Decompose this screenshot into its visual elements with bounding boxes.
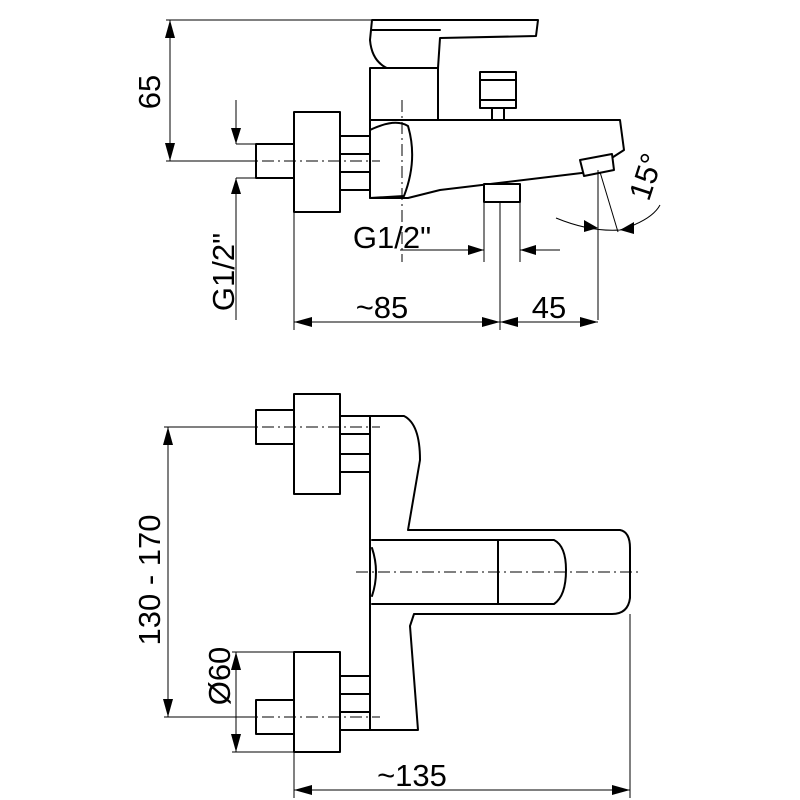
arrow-head — [520, 245, 536, 255]
hex-nut — [339, 135, 371, 191]
dim-height: 65 — [132, 19, 372, 162]
wall-flange — [293, 111, 341, 213]
diverter-knob — [479, 71, 517, 109]
angle-arc — [555, 204, 661, 231]
flange-diameter-label: Ø60 — [202, 647, 237, 706]
upper-flange — [293, 393, 341, 495]
arrow-head — [165, 143, 175, 161]
spout-outlet — [579, 153, 615, 177]
bottom-outlet — [483, 183, 521, 203]
diverter-stem — [491, 107, 505, 121]
spout-reach-label: 45 — [532, 290, 566, 325]
spout-inner — [371, 539, 567, 605]
plan-body — [369, 415, 631, 731]
plan-view — [240, 393, 640, 753]
lever-handle — [369, 19, 539, 73]
lower-nut — [339, 675, 371, 731]
handle-curve — [371, 547, 377, 597]
upper-nut — [339, 415, 371, 473]
dim-width-top: ~85 45 — [293, 202, 598, 330]
dim-thread-bottom: G1/2" — [353, 202, 560, 262]
arrow-head — [584, 220, 598, 232]
arrow-head — [231, 652, 241, 670]
side-view — [240, 19, 625, 262]
arrow-head — [482, 317, 500, 327]
arrow-head — [163, 427, 173, 445]
arrow-head — [294, 785, 312, 795]
width-top-label: ~85 — [356, 290, 409, 325]
lower-flange — [293, 651, 341, 753]
arrow-head — [468, 245, 484, 255]
arrow-head — [620, 222, 634, 234]
center-distance-label: 130 - 170 — [132, 515, 167, 646]
cartridge-bulge — [369, 121, 414, 199]
dim-thread-vertical: G1/2" — [206, 100, 256, 320]
arrow-head — [163, 699, 173, 717]
thread-bottom-label: G1/2" — [353, 220, 431, 255]
thread-vertical-label: G1/2" — [206, 233, 241, 311]
arrow-head — [231, 178, 241, 194]
ext-line — [599, 171, 619, 233]
width-plan-label: ~135 — [377, 758, 447, 793]
arrow-head — [294, 317, 312, 327]
angle-label: 15° — [622, 149, 670, 204]
arrow-head — [500, 317, 518, 327]
dim-flange-diameter: Ø60 — [202, 647, 294, 753]
dim-width-plan: ~135 — [293, 614, 631, 798]
arrow-head — [612, 785, 630, 795]
dim-center-distance: 130 - 170 — [132, 426, 256, 718]
arrow-head — [580, 317, 598, 327]
arrow-head — [165, 20, 175, 38]
height-label: 65 — [132, 75, 167, 109]
arrow-head — [231, 734, 241, 752]
arrow-head — [231, 128, 241, 144]
